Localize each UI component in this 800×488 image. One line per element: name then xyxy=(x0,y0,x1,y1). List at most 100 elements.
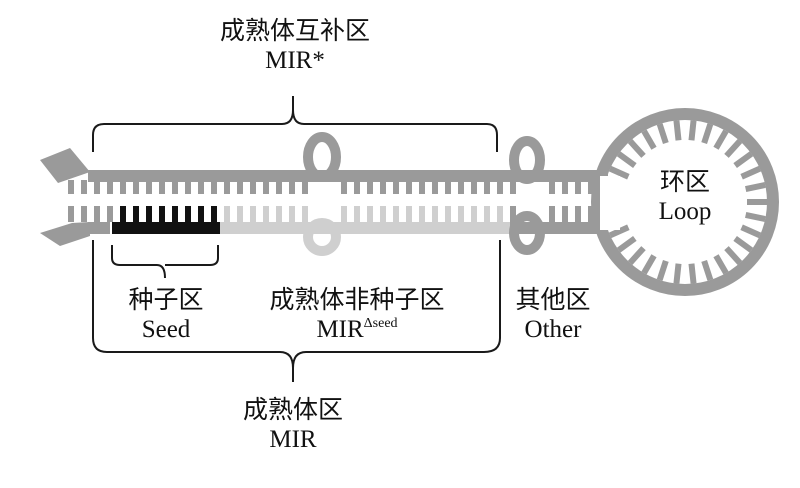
loop-tick xyxy=(608,165,630,180)
upper-rung xyxy=(380,180,386,194)
lower-rung xyxy=(497,206,503,222)
mature-strand xyxy=(220,222,510,234)
lower-rung xyxy=(471,206,477,222)
loop-tick xyxy=(627,246,646,265)
label-mir-star-en: MIR* xyxy=(265,47,325,74)
upper-rung xyxy=(250,180,256,194)
upper-rung xyxy=(302,180,308,194)
upper-rung xyxy=(94,180,100,194)
loop-tick xyxy=(745,211,766,222)
lower-rung xyxy=(562,206,568,222)
upper-rung xyxy=(198,180,204,194)
lower-rung xyxy=(575,206,581,222)
loop-gap xyxy=(600,176,620,230)
loop-tick xyxy=(701,123,714,144)
loop-tick xyxy=(616,236,637,253)
label-nonseed-en: MIRΔseed xyxy=(247,315,467,345)
lower-rung xyxy=(549,206,555,222)
lower-rung xyxy=(146,206,152,222)
lower-rung xyxy=(432,206,438,222)
terminal-loop xyxy=(591,108,779,296)
upper-rung xyxy=(471,180,477,194)
loop-tick xyxy=(740,165,762,180)
label-nonseed: 成熟体非种子区 MIRΔseed xyxy=(247,285,467,345)
lower-rung xyxy=(159,206,165,222)
lower-rung xyxy=(276,206,282,222)
loop-tick xyxy=(724,246,743,265)
upper-rung xyxy=(406,180,412,194)
loop-tick xyxy=(608,224,630,239)
loop-tick xyxy=(740,224,762,239)
bulge-lower-left xyxy=(303,218,341,256)
seed-strand xyxy=(112,222,220,234)
strand-ends xyxy=(40,148,90,246)
upper-rung xyxy=(263,180,269,194)
loop-tick xyxy=(713,129,729,150)
label-mature: 成熟体区 MIR xyxy=(230,395,356,455)
lower-rung xyxy=(120,206,126,222)
lower-rung xyxy=(133,206,139,222)
loop-tick xyxy=(641,129,657,150)
label-seed-zh: 种子区 xyxy=(128,285,204,314)
loop-tick xyxy=(713,254,729,275)
loop-tick xyxy=(688,120,697,141)
label-other-zh: 其他区 xyxy=(515,285,591,314)
label-loop-zh: 环区 xyxy=(659,167,710,196)
mature-brace xyxy=(92,240,501,382)
lower-rung xyxy=(263,206,269,222)
upper-rung xyxy=(133,180,139,194)
lower-rung xyxy=(354,206,360,222)
label-mir-star-zh: 成熟体互补区 xyxy=(219,16,370,45)
lower-rung xyxy=(367,206,373,222)
upper-rung xyxy=(289,180,295,194)
label-nonseed-zh: 成熟体非种子区 xyxy=(269,285,445,314)
upper-backbone xyxy=(88,170,608,182)
upper-flared-end xyxy=(40,148,90,183)
lower-rung xyxy=(406,206,412,222)
upper-rung xyxy=(211,180,217,194)
upper-rung xyxy=(458,180,464,194)
loop-tick xyxy=(724,139,743,158)
lower-rung xyxy=(224,206,230,222)
upper-rung xyxy=(68,180,74,194)
lower-backbone-end xyxy=(510,222,608,234)
lower-rung xyxy=(198,206,204,222)
loop-tick xyxy=(656,123,669,144)
lower-rung xyxy=(211,206,217,222)
lower-rung xyxy=(81,206,87,222)
lower-rung xyxy=(237,206,243,222)
upper-rung xyxy=(393,180,399,194)
label-loop: 环区 Loop xyxy=(645,167,725,227)
lower-backbone-start xyxy=(88,222,110,234)
label-seed: 种子区 Seed xyxy=(120,285,212,345)
label-mature-zh: 成熟体区 xyxy=(242,395,343,424)
bulge-upper-right xyxy=(509,136,545,184)
label-loop-en: Loop xyxy=(658,198,712,225)
mir-star-brace xyxy=(92,96,498,152)
upper-rung xyxy=(81,180,87,194)
label-other-en: Other xyxy=(524,316,582,343)
upper-rung xyxy=(354,180,360,194)
loop-tick xyxy=(673,120,682,141)
upper-rung xyxy=(172,180,178,194)
lower-rung xyxy=(419,206,425,222)
upper-rung xyxy=(419,180,425,194)
upper-rung xyxy=(159,180,165,194)
upper-rung xyxy=(484,180,490,194)
label-mir-star: 成熟体互补区 MIR* xyxy=(200,16,390,76)
upper-rung xyxy=(510,180,516,194)
upper-rung xyxy=(276,180,282,194)
lower-rung xyxy=(172,206,178,222)
lower-rung xyxy=(510,206,516,222)
loop-tick xyxy=(733,151,754,168)
upper-rung xyxy=(445,180,451,194)
loop-tick xyxy=(627,139,646,158)
upper-rung xyxy=(107,180,113,194)
lower-rung xyxy=(94,206,100,222)
upper-rung xyxy=(341,180,347,194)
bulge-lower-right xyxy=(509,211,545,255)
upper-rung xyxy=(588,180,594,194)
label-nonseed-en-base: MIR xyxy=(316,316,364,343)
